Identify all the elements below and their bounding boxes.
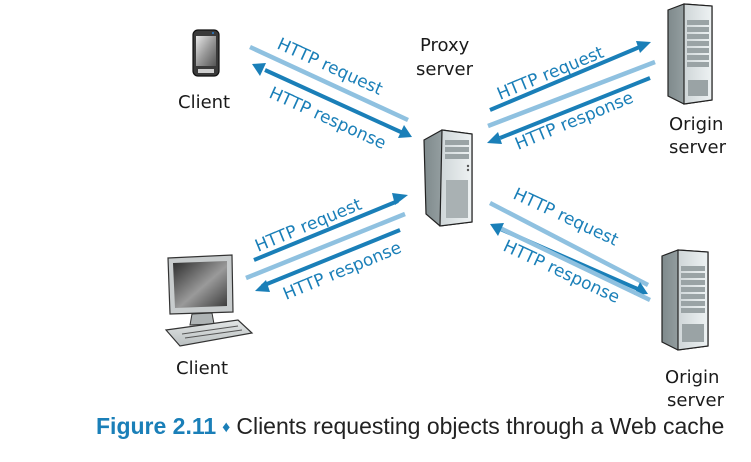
request-arrow <box>261 228 401 288</box>
link-proxy-origin-bottom: HTTP request HTTP response <box>488 184 651 308</box>
request-line <box>488 201 650 287</box>
request-label: HTTP request <box>252 195 365 257</box>
desktop-computer-icon <box>164 254 254 347</box>
tower-server-icon <box>423 129 473 227</box>
request-label: HTTP request <box>494 43 607 105</box>
arrowhead <box>255 280 270 292</box>
request-line <box>245 211 406 281</box>
response-label: HTTP response <box>500 236 623 307</box>
response-arrow <box>499 76 651 140</box>
request-arrow-shaft <box>253 199 399 262</box>
response-line <box>487 59 656 129</box>
request-arrow <box>489 44 643 112</box>
response-arrow <box>499 225 651 303</box>
caption-text: Clients requesting objects through a Web… <box>236 413 725 439</box>
arrowhead <box>636 41 651 53</box>
origin-bottom-label-line2: server <box>667 390 725 411</box>
link-phone-proxy: HTTP request HTTP response <box>249 34 412 154</box>
origin-top-label-line1: Origin <box>669 114 723 135</box>
proxy-label-line2: server <box>416 59 474 80</box>
request-arrow <box>264 68 404 135</box>
response-label: HTTP response <box>512 88 636 155</box>
arrowhead <box>490 223 504 236</box>
client-phone-label: Client <box>178 92 230 113</box>
diamond-separator-icon: ♦ <box>222 419 231 436</box>
link-desktop-proxy: HTTP request HTTP response <box>245 193 408 305</box>
smartphone-icon <box>192 29 220 77</box>
response-line <box>249 44 409 123</box>
origin-top-label-line2: server <box>669 137 727 158</box>
arrowhead <box>398 125 412 138</box>
figure-number: Figure 2.11 <box>96 413 217 439</box>
client-desktop-label: Client <box>176 358 228 379</box>
proxy-label-line1: Proxy <box>420 35 470 56</box>
origin-bottom-label-line1: Origin <box>665 367 719 388</box>
figure-caption: Figure 2.11 ♦ Clients requesting objects t… <box>96 413 724 440</box>
rack-server-icon <box>667 3 713 105</box>
arrowhead <box>252 63 266 76</box>
rack-server-icon <box>661 249 709 351</box>
link-proxy-origin-top: HTTP request HTTP response <box>487 41 656 155</box>
arrowhead <box>487 132 502 144</box>
